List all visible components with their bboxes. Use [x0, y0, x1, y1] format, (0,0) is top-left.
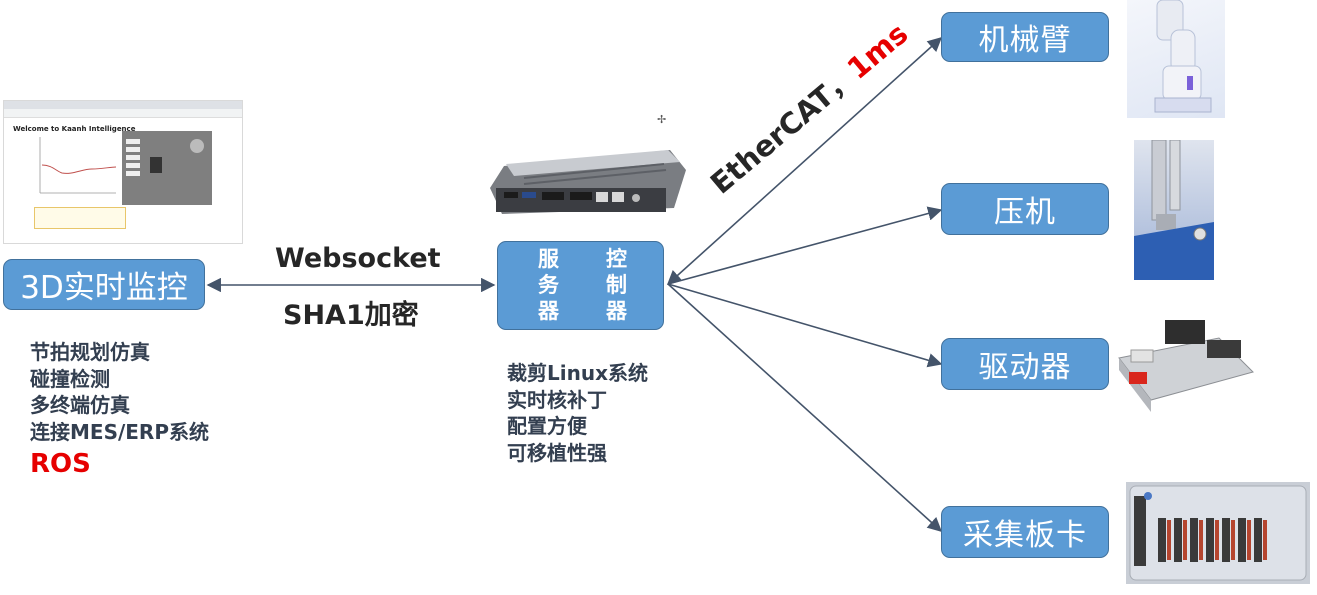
screenshot-info-panel [34, 207, 126, 229]
websocket-label: Websocket [275, 243, 441, 274]
link-daq [667, 283, 943, 532]
server-feature-item: 实时核补丁 [507, 387, 607, 412]
monitor-feature-item: 碰撞检测 [30, 366, 110, 391]
daq-card-image [1126, 482, 1310, 584]
ros-label: ROS [30, 449, 91, 479]
monitor-3d-label: 3D实时监控 [20, 270, 188, 306]
browser-tab-bar [4, 101, 242, 109]
driver-image [1115, 318, 1255, 414]
controller-char: 器 [606, 299, 627, 323]
controller-label-right: 控 制 器 [606, 246, 627, 324]
screenshot-plot [39, 137, 117, 194]
robot-arm-label: 机械臂 [978, 23, 1072, 58]
server-feature-item: 裁剪Linux系统 [507, 361, 648, 385]
link-driver [667, 283, 943, 368]
controller-char: 制 [606, 273, 627, 297]
controller-char: 控 [606, 247, 627, 271]
link-robot-arm [666, 37, 943, 285]
monitor-feature-item: 连接MES/ERP系统 [30, 419, 209, 444]
daq-card-label: 采集板卡 [963, 518, 1087, 553]
server-feature-list: 裁剪Linux系统 实时核补丁 配置方便 可移植性强 [507, 360, 648, 466]
press-box: 压机 [941, 183, 1109, 235]
robot-arm-image [1127, 0, 1225, 118]
driver-box: 驱动器 [941, 338, 1109, 390]
browser-url-bar [4, 109, 242, 118]
encryption-label: SHA1加密 [283, 300, 419, 331]
monitor-3d-box: 3D实时监控 [3, 259, 205, 310]
screenshot-3d-view [122, 131, 212, 205]
server-feature-item: 可移植性强 [507, 440, 607, 465]
monitor-feature-item: 节拍规划仿真 [30, 340, 150, 364]
server-controller-box: 服 务 器 控 制 器 [497, 241, 664, 330]
server-char: 服 [538, 247, 559, 271]
server-char: 务 [538, 273, 559, 297]
daq-card-box: 采集板卡 [941, 506, 1109, 558]
server-label-left: 服 务 器 [538, 246, 559, 324]
server-char: 器 [538, 299, 559, 323]
monitor-feature-list: 节拍规划仿真 碰撞检测 多终端仿真 连接MES/ERP系统 [30, 339, 209, 445]
server-device-image [484, 148, 689, 228]
server-feature-item: 配置方便 [507, 414, 587, 438]
move-cursor-icon: ✢ [657, 113, 667, 126]
press-image [1134, 140, 1214, 280]
screenshot-title: Welcome to Kaanh Intelligence [13, 125, 136, 133]
driver-label: 驱动器 [978, 350, 1072, 385]
monitor-screenshot-image: Welcome to Kaanh Intelligence [3, 100, 243, 244]
monitor-feature-item: 多终端仿真 [30, 393, 130, 417]
robot-arm-box: 机械臂 [941, 12, 1109, 62]
press-label: 压机 [994, 195, 1056, 230]
link-press [667, 206, 943, 285]
